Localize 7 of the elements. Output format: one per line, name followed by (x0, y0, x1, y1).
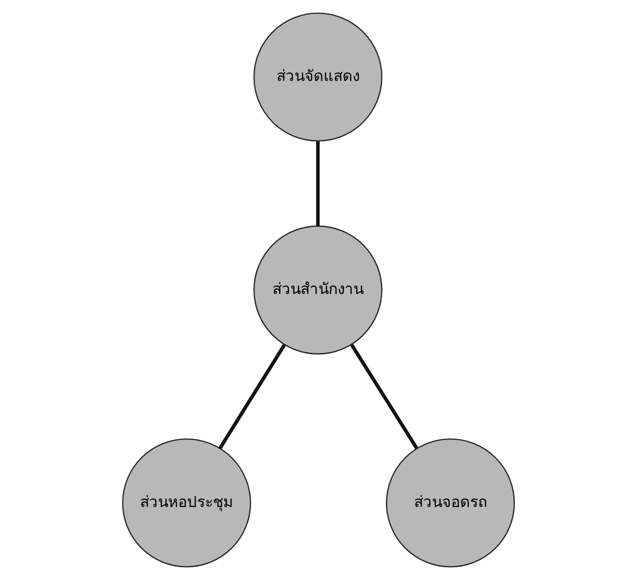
connector (316, 141, 320, 226)
node-circle: ส่วนจัดแสดง (252, 12, 382, 142)
node-circle: ส่วนหอประชุม (122, 438, 251, 568)
connector (218, 344, 286, 450)
connector (350, 344, 418, 450)
node-circle: ส่วนจอดรถ (385, 438, 514, 568)
node-circle: ส่วนสำนักงาน (252, 226, 382, 354)
